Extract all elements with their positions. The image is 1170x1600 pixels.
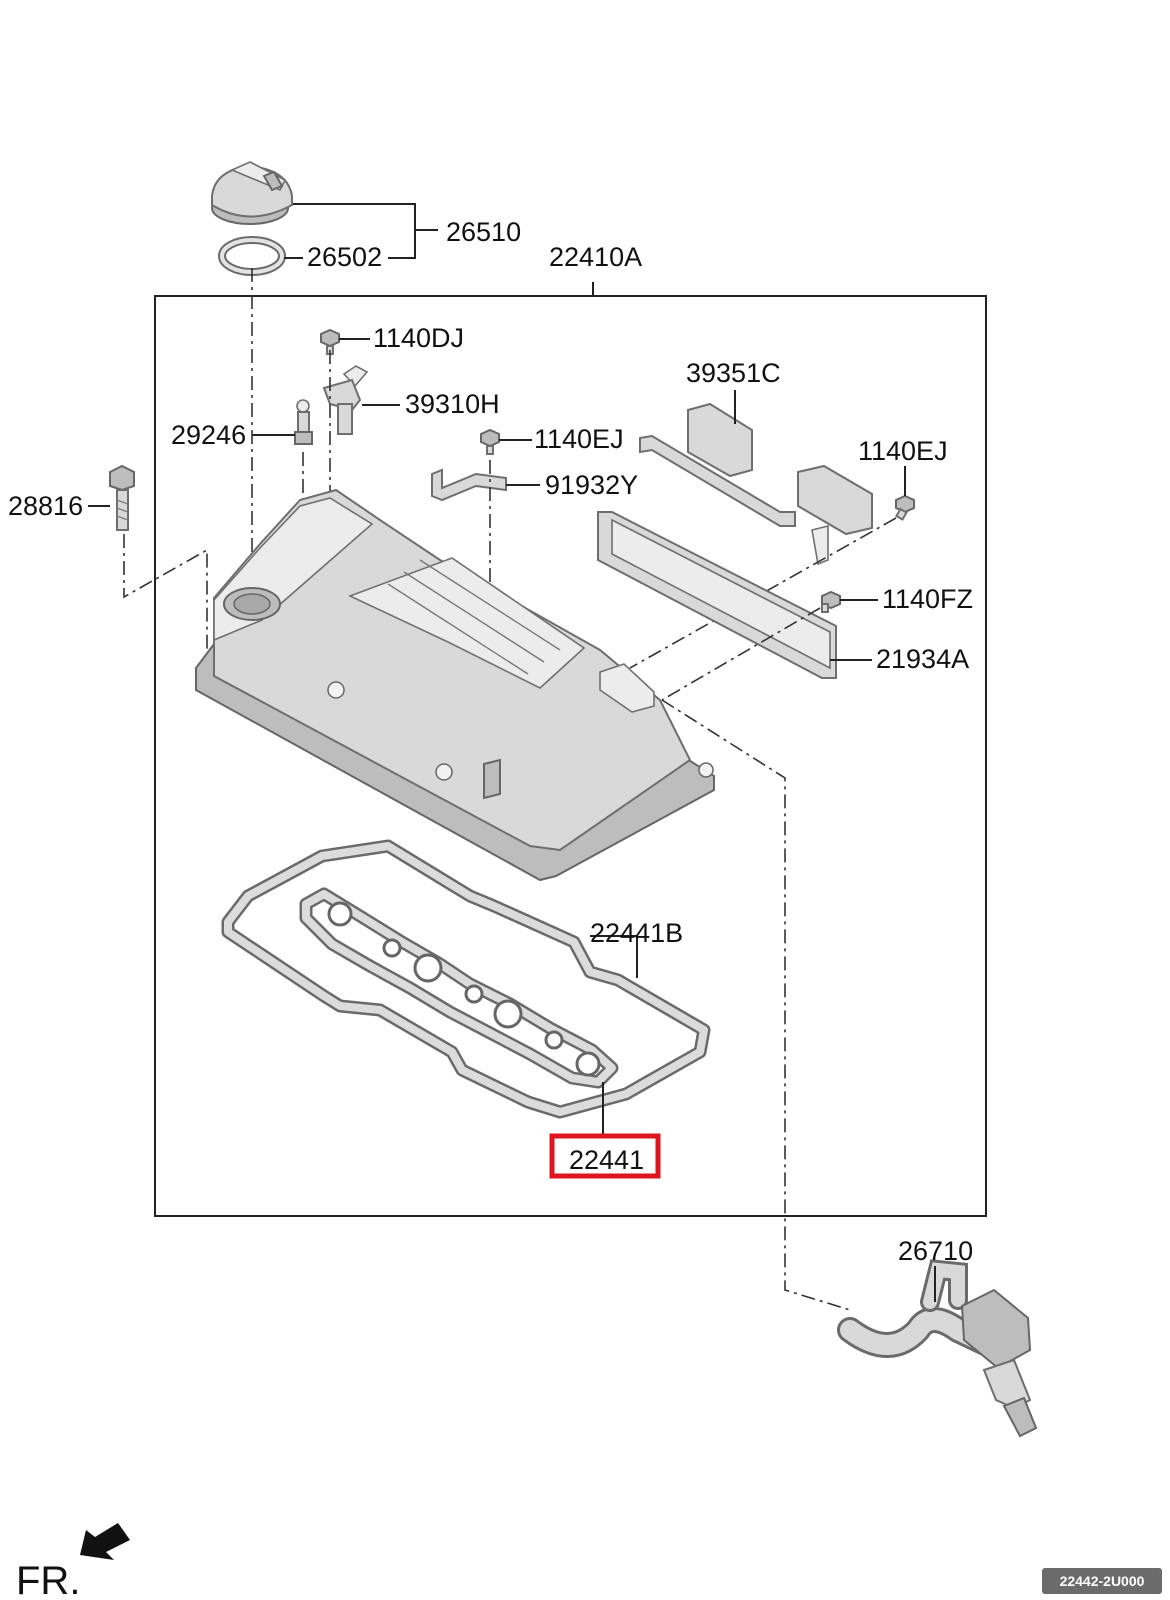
bolt-1140ej-left bbox=[480, 428, 500, 455]
label-1140ej-right: 1140EJ bbox=[858, 436, 948, 466]
label-39351c: 39351C bbox=[686, 358, 781, 388]
bracket-91932y bbox=[431, 468, 507, 502]
spark-plug-tube-gasket bbox=[299, 887, 619, 1089]
label-26510: 26510 bbox=[446, 217, 521, 247]
flange-bolt bbox=[109, 464, 135, 531]
label-29246: 29246 bbox=[171, 420, 246, 450]
o-ring-gasket bbox=[218, 236, 286, 276]
label-39310h: 39310H bbox=[405, 389, 500, 419]
cover-plate-21934a bbox=[597, 511, 837, 679]
label-22410a: 22410A bbox=[549, 242, 642, 272]
label-1140dj: 1140DJ bbox=[373, 323, 464, 353]
cam-position-sensor bbox=[322, 365, 369, 435]
ventilation-valve bbox=[294, 399, 313, 445]
front-arrow-icon bbox=[80, 1523, 130, 1560]
front-direction-indicator: FR. bbox=[16, 1523, 130, 1600]
label-91932y: 91932Y bbox=[545, 470, 638, 500]
diagram-code-badge: 22442-2U000 bbox=[1042, 1568, 1162, 1594]
assembly-frame bbox=[154, 295, 987, 1217]
pcv-hose bbox=[837, 1259, 1038, 1438]
oil-filler-cap bbox=[211, 161, 293, 225]
outer-cover-gasket bbox=[221, 839, 711, 1119]
label-26502: 26502 bbox=[307, 242, 382, 272]
label-22441: 22441 bbox=[569, 1145, 644, 1175]
wiring-bracket-39351c bbox=[639, 402, 873, 566]
label-21934a: 21934A bbox=[876, 644, 969, 674]
highlight-box bbox=[549, 1133, 661, 1179]
label-1140fz: 1140FZ bbox=[882, 584, 973, 614]
label-22441b: 22441B bbox=[590, 918, 683, 948]
label-26710: 26710 bbox=[898, 1236, 973, 1266]
bolt-1140dj bbox=[320, 328, 340, 355]
cylinder-head-cover bbox=[195, 488, 715, 882]
bolt-1140ej-right bbox=[895, 494, 915, 521]
bolt-1140fz bbox=[821, 590, 841, 613]
front-label: FR. bbox=[16, 1559, 80, 1600]
label-28816: 28816 bbox=[8, 491, 83, 521]
label-1140ej-left: 1140EJ bbox=[534, 424, 624, 454]
